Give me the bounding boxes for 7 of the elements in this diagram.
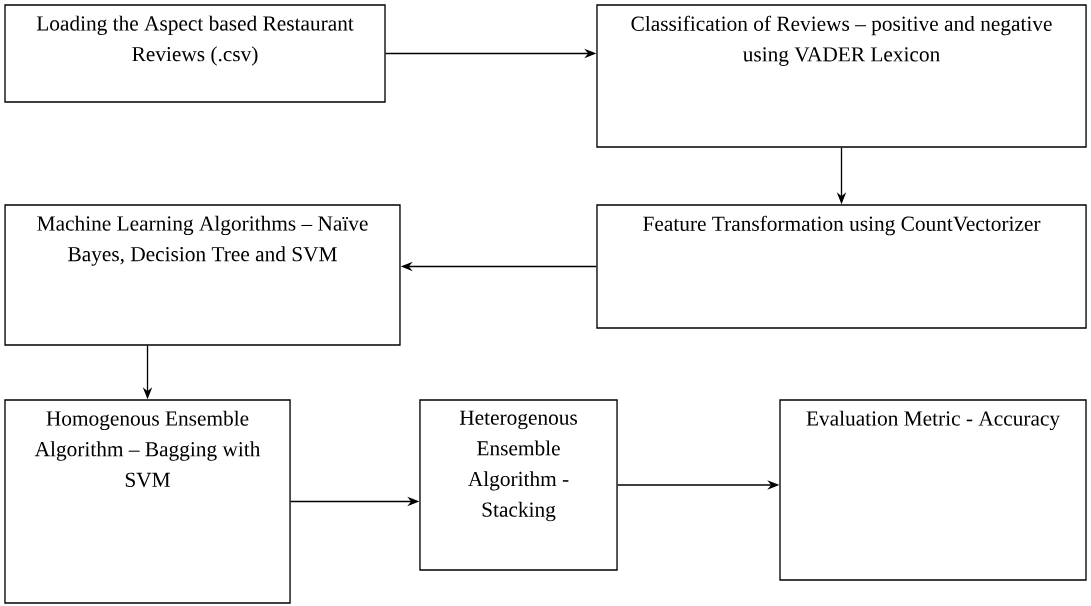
process-box: Homogenous Ensemble Algorithm – Bagging with SVM bbox=[4, 399, 291, 604]
process-box: Classification of Reviews – positive and negative using VADER Lexicon bbox=[596, 4, 1087, 148]
process-box: Heterogenous Ensemble Algorithm - Stacking bbox=[419, 399, 618, 571]
process-box: Loading the Aspect based Restaurant Reviews (.csv) bbox=[4, 4, 386, 103]
process-box: Evaluation Metric - Accuracy bbox=[779, 399, 1087, 581]
process-box: Feature Transformation using CountVectorizer bbox=[596, 204, 1087, 329]
process-box: Machine Learning Algorithms – Naïve Bayes, Decision Tree and SVM bbox=[4, 204, 401, 346]
